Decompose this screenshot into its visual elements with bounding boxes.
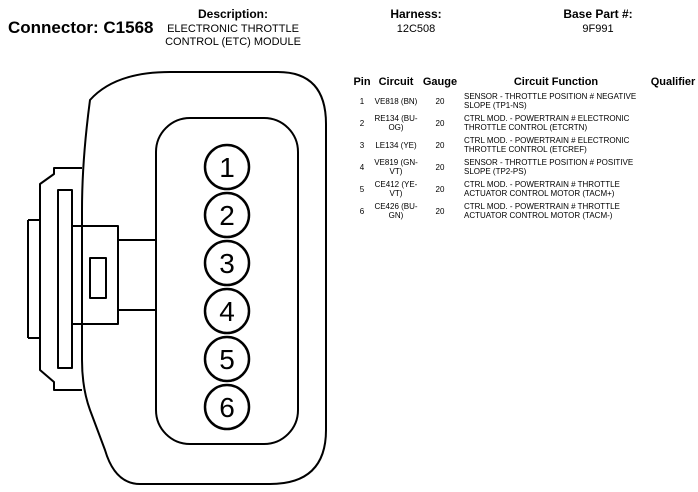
table-header-row: Pin Circuit Gauge Circuit Function Quali… [350,76,698,91]
cell-gauge: 20 [435,206,445,216]
cell-function: CTRL MOD. - POWERTRAIN # ELECTRONIC THRO… [464,114,630,132]
description-block: Description: ELECTRONIC THROTTLE CONTROL… [158,7,308,49]
pin-table: Pin Circuit Gauge Circuit Function Quali… [350,76,698,223]
cell-function: SENSOR - THROTTLE POSITION # POSITIVE SL… [464,158,634,176]
description-value: ELECTRONIC THROTTLE CONTROL (ETC) MODULE [158,23,308,49]
header-pin: Pin [353,76,371,88]
pin-number: 5 [219,344,235,375]
cell-pin: 5 [359,184,365,194]
cell-gauge: 20 [435,184,445,194]
latch-body [72,225,119,325]
pin-circle [203,383,251,431]
cell-gauge: 20 [435,162,445,172]
cell-pin: 6 [359,206,365,216]
cell-qualifier [648,113,698,135]
contact-well [155,117,299,445]
cell-pin: 3 [359,140,365,150]
pin-number: 4 [219,296,235,327]
pin-number: 6 [219,392,235,423]
base-part-value: 9F991 [582,23,614,35]
connector-face-diagram: 1 2 3 4 5 6 [27,71,327,485]
cell-function: CTRL MOD. - POWERTRAIN # ELECTRONIC THRO… [464,136,630,154]
cell-qualifier [648,201,698,223]
cell-circuit: CE412 (YE-VT) [374,180,418,198]
cell-qualifier [648,157,698,179]
locking-tab-inner [57,189,73,369]
pin-circle [203,239,251,287]
base-part-block: Base Part #: 9F991 [548,7,648,36]
header-circuit: Circuit [378,76,414,88]
pin-circle [203,191,251,239]
connector-label: Connector: [8,18,99,37]
pin-number: 1 [219,152,235,183]
pin-3: 3 [203,239,251,287]
cell-qualifier [648,135,698,157]
connector-id: C1568 [103,18,154,37]
cell-circuit: VE818 (BN) [374,96,418,106]
cell-circuit: RE134 (BU-OG) [374,114,418,132]
cell-gauge: 20 [435,118,445,128]
cell-pin: 4 [359,162,365,172]
cell-qualifier [648,91,698,113]
cell-gauge: 20 [435,96,445,106]
pin-6: 6 [203,383,251,431]
housing-outline [81,71,327,485]
harness-label: Harness: [390,7,442,21]
connector-title: Connector: C1568 [8,18,154,38]
cell-gauge: 20 [435,140,445,150]
base-part-label: Base Part #: [563,7,633,21]
description-line: ELECTRONIC THROTTLE [167,23,299,35]
harness-value: 12C508 [396,23,436,35]
pin-circle [203,335,251,383]
table-row: 5 CE412 (YE-VT) 20 CTRL MOD. - POWERTRAIN #… [350,179,698,201]
cell-function: SENSOR - THROTTLE POSITION # NEGATIVE SL… [464,92,637,110]
pin-circle [203,287,251,335]
cell-function: CTRL MOD. - POWERTRAIN # THROTTLE ACTUAT… [464,180,620,198]
table-row: 6 CE426 (BU-GN) 20 CTRL MOD. - POWERTRAIN #… [350,201,698,223]
description-label: Description: [197,7,268,21]
cell-function: CTRL MOD. - POWERTRAIN # THROTTLE ACTUAT… [464,202,620,220]
pin-5: 5 [203,335,251,383]
table-row: 3 LE134 (YE) 20 CTRL MOD. - POWERTRAIN # EL… [350,135,698,157]
cell-qualifier [648,179,698,201]
locking-tab [39,167,82,391]
table-row: 1 VE818 (BN) 20 SENSOR - THROTTLE POSITION … [350,91,698,113]
header-qualifier: Qualifier [650,76,696,88]
pin-1: 1 [203,143,251,191]
pin-2: 2 [203,191,251,239]
cell-circuit: LE134 (YE) [375,140,417,150]
description-line: CONTROL (ETC) MODULE [165,36,301,48]
harness-block: Harness: 12C508 [371,7,461,36]
header-function: Circuit Function [513,76,599,88]
pin-number: 3 [219,248,235,279]
latch-slot [89,257,107,299]
locking-tab-ridge [27,219,40,339]
cell-pin: 1 [359,96,365,106]
header-gauge: Gauge [422,76,458,88]
pin-circle [203,143,251,191]
pin-4: 4 [203,287,251,335]
table-row: 2 RE134 (BU-OG) 20 CTRL MOD. - POWERTRAIN #… [350,113,698,135]
table-row: 4 VE819 (GN-VT) 20 SENSOR - THROTTLE POSITI… [350,157,698,179]
cell-circuit: VE819 (GN-VT) [374,158,418,176]
cell-circuit: CE426 (BU-GN) [374,202,418,220]
pin-number: 2 [219,200,235,231]
cell-pin: 2 [359,118,365,128]
